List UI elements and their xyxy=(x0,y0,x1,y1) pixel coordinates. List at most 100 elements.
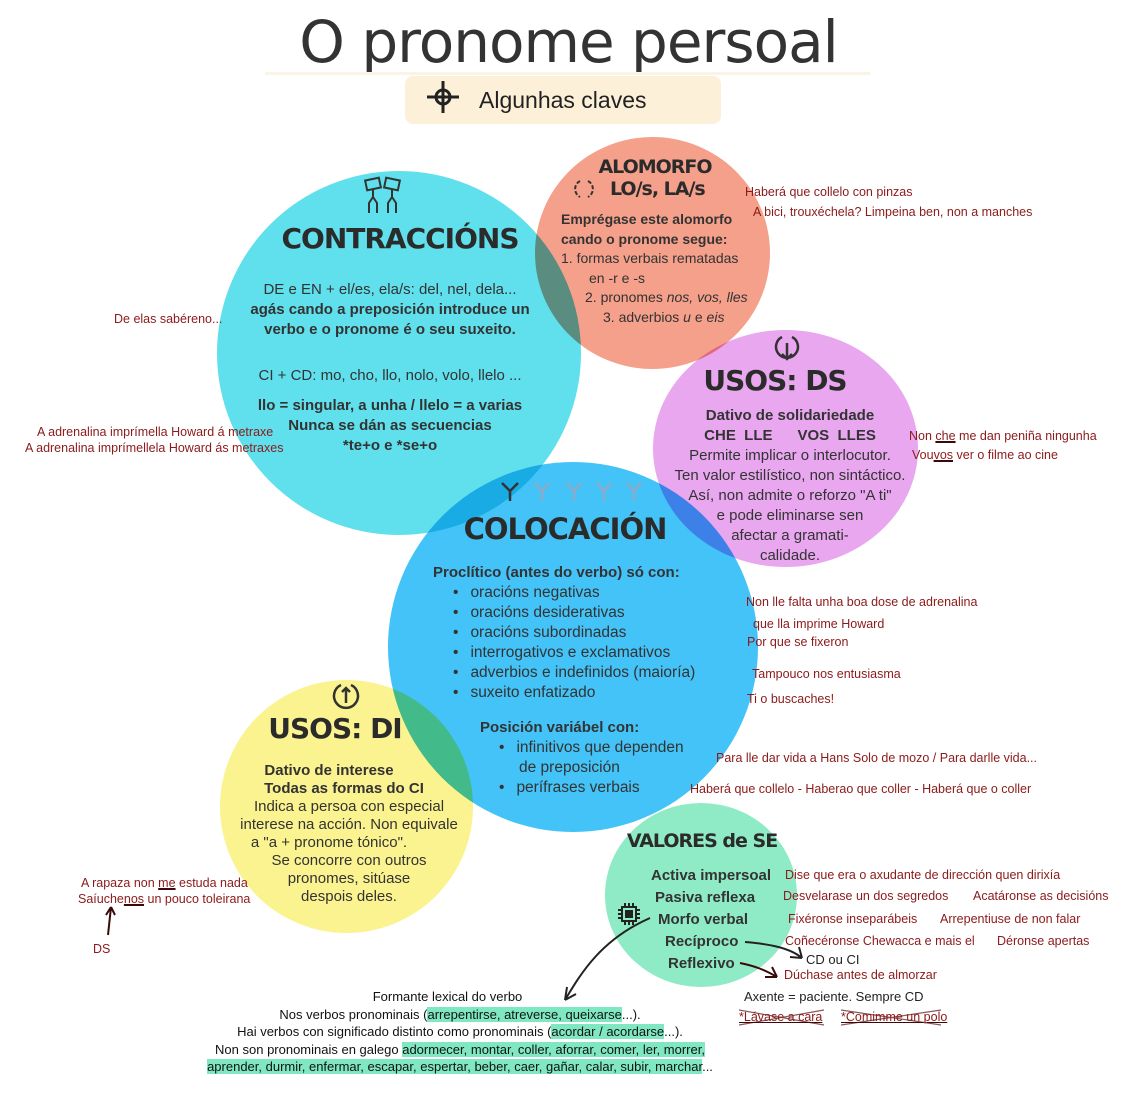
variable-label: Posición variábel con: xyxy=(480,719,640,736)
text-part: *Comimme un polo xyxy=(841,1010,948,1024)
list-item: suxeito enfatizado xyxy=(470,683,695,703)
se-heading: VALORES de SE xyxy=(626,830,778,852)
arrow-ds xyxy=(105,906,116,936)
example-text: A adrenalina imprímella Howard á metraxe xyxy=(37,425,274,439)
text-line: Emprégase este alomorfo xyxy=(561,211,733,227)
text-line: Todas as formas do CI xyxy=(264,780,424,797)
text-part: estuda nada xyxy=(175,876,248,890)
se-item: Reflexivo xyxy=(668,955,735,972)
list-item: oracións desiderativas xyxy=(470,603,695,623)
text-line: *te+o e *se+o xyxy=(342,437,438,454)
example-text: Tampouco nos entusiasma xyxy=(752,667,901,681)
se-item: Pasiva reflexa xyxy=(655,889,756,906)
proclitic-label: Proclítico (antes do verbo) só con: xyxy=(433,564,680,581)
text-line: verbo e o pronome é o seu suxeito. xyxy=(264,321,516,338)
example-text: que lla imprime Howard xyxy=(753,617,885,631)
text-part: eis xyxy=(706,308,725,325)
contraccions-heading: CONTRACCIÓNS xyxy=(281,222,519,255)
text-part: u xyxy=(683,308,691,325)
example-text: Coñecéronse Chewacca e mais el xyxy=(785,934,975,948)
text-part: me xyxy=(158,876,176,890)
text-line: Permite implicar o interlocutor. xyxy=(689,447,891,464)
cd-ci-note: CD ou CI xyxy=(806,952,860,967)
list-item: perífrases verbais xyxy=(516,778,704,798)
text-line: cando o pronome segue: xyxy=(561,230,728,247)
text-line: 1. formas verbais rematadas xyxy=(561,250,739,266)
list-item: interrogativos e exclamativos xyxy=(470,643,695,663)
text-line: agás cando a preposición introduce un xyxy=(250,301,530,318)
text-line: Dativo de interese xyxy=(264,762,394,779)
chip-icon xyxy=(617,902,641,931)
text-part: Saíuche xyxy=(78,892,124,906)
arrow-down-circle-icon xyxy=(773,333,801,368)
text-line: Formante lexical do verbo xyxy=(372,989,523,1004)
text-part: 3. adverbios xyxy=(603,308,684,325)
text-line: calidade. xyxy=(759,547,821,564)
highlighted-text: arrepentirse, atreverse, queixarse xyxy=(427,1006,622,1022)
highlighted-text: aprender, durmir, enfermar, escapar, esp… xyxy=(207,1059,703,1074)
formante-lexical-note: Formante lexical do verbo Nos verbos pro… xyxy=(150,988,770,1076)
circle-di xyxy=(220,680,473,933)
example-text: Arrepentiuse de non falar xyxy=(940,912,1081,926)
di-text: Dativo de interese Todas as formas do CI… xyxy=(234,762,464,906)
example-text: Por que se fixeron xyxy=(747,635,849,649)
page-title: O pronome persoal xyxy=(299,8,839,76)
list-item: oracións negativas xyxy=(470,583,695,603)
text-part: Nos verbos pronominais ( xyxy=(279,1006,428,1022)
text-line: DE e EN + el/es, ela/s: del, nel, dela..… xyxy=(263,281,517,298)
contraccions-text: DE e EN + el/es, ela/s: del, nel, dela..… xyxy=(235,280,545,456)
text-line: a "a + pronome tónico". xyxy=(250,834,408,851)
arrow-reflexivo xyxy=(739,962,778,978)
example-text: Déronse apertas xyxy=(997,934,1090,948)
alomorfo-heading-2: LO/s, LA/s xyxy=(610,178,706,200)
text-line: CHE LLE VOS LLES xyxy=(704,427,876,444)
subtitle-box: Algunhas claves xyxy=(405,76,721,124)
text-part: e xyxy=(690,308,707,325)
text-line: CI + CD: mo, cho, llo, nolo, volo, llelo… xyxy=(258,367,522,384)
text-part: Non son pronominais en galego xyxy=(215,1041,403,1057)
circle-alomorfo xyxy=(535,137,770,369)
text-part: nos, vos, lles xyxy=(666,289,748,305)
highlighted-text: acordar / acordarse xyxy=(551,1024,665,1039)
alomorfo-text: Emprégase este alomorfo cando o pronome … xyxy=(561,210,761,327)
example-text: Non che me dan peniña ningunha xyxy=(909,429,1097,443)
se-item: Activa impersoal xyxy=(651,867,772,884)
text-line: Así, non admite o reforzo "A ti" xyxy=(688,487,892,504)
fork-arrows-icon xyxy=(498,481,648,508)
ds-heading: USOS: DS xyxy=(703,364,847,397)
text-line: Indica a persoa con especial xyxy=(253,798,445,815)
example-text: Non lle falta unha boa dose de adrenalin… xyxy=(746,595,978,609)
di-heading: USOS: DI xyxy=(268,712,402,745)
example-text: Fixéronse inseparábeis xyxy=(788,912,918,926)
text-part: ... xyxy=(702,1059,713,1074)
protest-signs-icon xyxy=(363,176,403,219)
subtitle: Algunhas claves xyxy=(479,86,647,113)
text-line: despois deles. xyxy=(301,888,397,905)
example-text: Desvelarase un dos segredos xyxy=(783,889,949,903)
text-part: un pouco toleirana xyxy=(144,892,251,906)
example-text: A bici, trouxéchela? Limpeina ben, non a… xyxy=(753,205,1033,219)
text-part: A rapaza non xyxy=(81,876,159,890)
example-text: Para lle dar vida a Hans Solo de mozo / … xyxy=(716,751,1038,765)
text-part: che xyxy=(935,429,956,443)
text-line: Dativo de solidariedade xyxy=(705,407,875,424)
text-line: pronomes, sitúase xyxy=(287,870,411,887)
text-part: ver o filme ao cine xyxy=(953,448,1058,462)
text-line: llo = singular, a unha / llelo = a varia… xyxy=(257,397,523,414)
text-part: 2. pronomes xyxy=(585,289,667,305)
text-part: *Lávase a cara xyxy=(739,1010,823,1024)
colocacion-heading: COLOCACIÓN xyxy=(463,512,668,546)
circle-se xyxy=(605,803,797,987)
arrow-up-circle-icon xyxy=(331,681,361,716)
text-part: Hai verbos con significado distinto como… xyxy=(237,1024,552,1039)
ds-text: Dativo de solidariedade CHE LLE VOS LLES… xyxy=(660,406,920,566)
example-text: Vouvos ver o filme ao cine xyxy=(912,448,1058,462)
text-part: nos xyxy=(123,892,145,906)
text-line: e pode eliminarse sen xyxy=(716,507,864,524)
example-text: Acatáronse as decisións xyxy=(973,889,1109,903)
refresh-icon xyxy=(572,178,596,205)
example-text: A adrenalina imprímellela Howard ás metr… xyxy=(25,441,284,455)
text-line: afectar a gramati- xyxy=(731,527,849,544)
list-item: infinitivos que dependen de preposición xyxy=(516,738,704,778)
